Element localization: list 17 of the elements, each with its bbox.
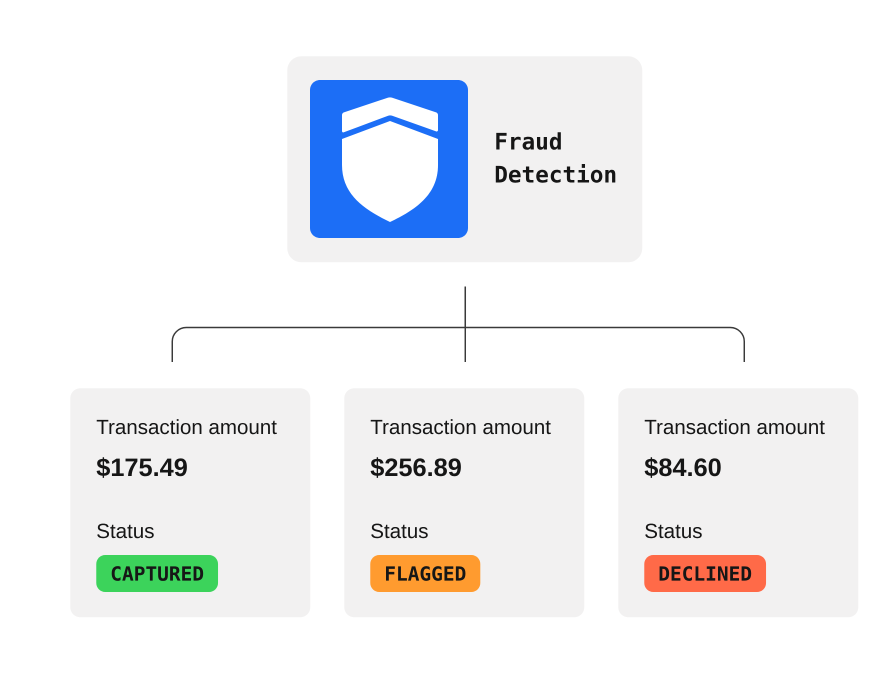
field-label: Status	[645, 524, 702, 538]
card	[70, 388, 310, 618]
amount-value: $84.60	[644, 457, 721, 478]
field-label: Transaction amount	[96, 419, 277, 434]
field-label: Status	[97, 524, 154, 538]
field-label: Transaction amount	[370, 419, 551, 434]
field-label: Status	[371, 524, 428, 538]
field-label: Transaction amount	[644, 419, 825, 434]
status-badge: DECLINED	[644, 555, 766, 592]
heading: Fraud Detection	[496, 132, 616, 183]
card	[344, 388, 584, 618]
card	[618, 388, 858, 618]
amount-value: $256.89	[370, 457, 461, 478]
connector-line	[464, 286, 745, 362]
status-badge: CAPTURED	[96, 555, 218, 592]
status-badge: FLAGGED	[370, 555, 480, 592]
amount-value: $175.49	[96, 457, 187, 478]
